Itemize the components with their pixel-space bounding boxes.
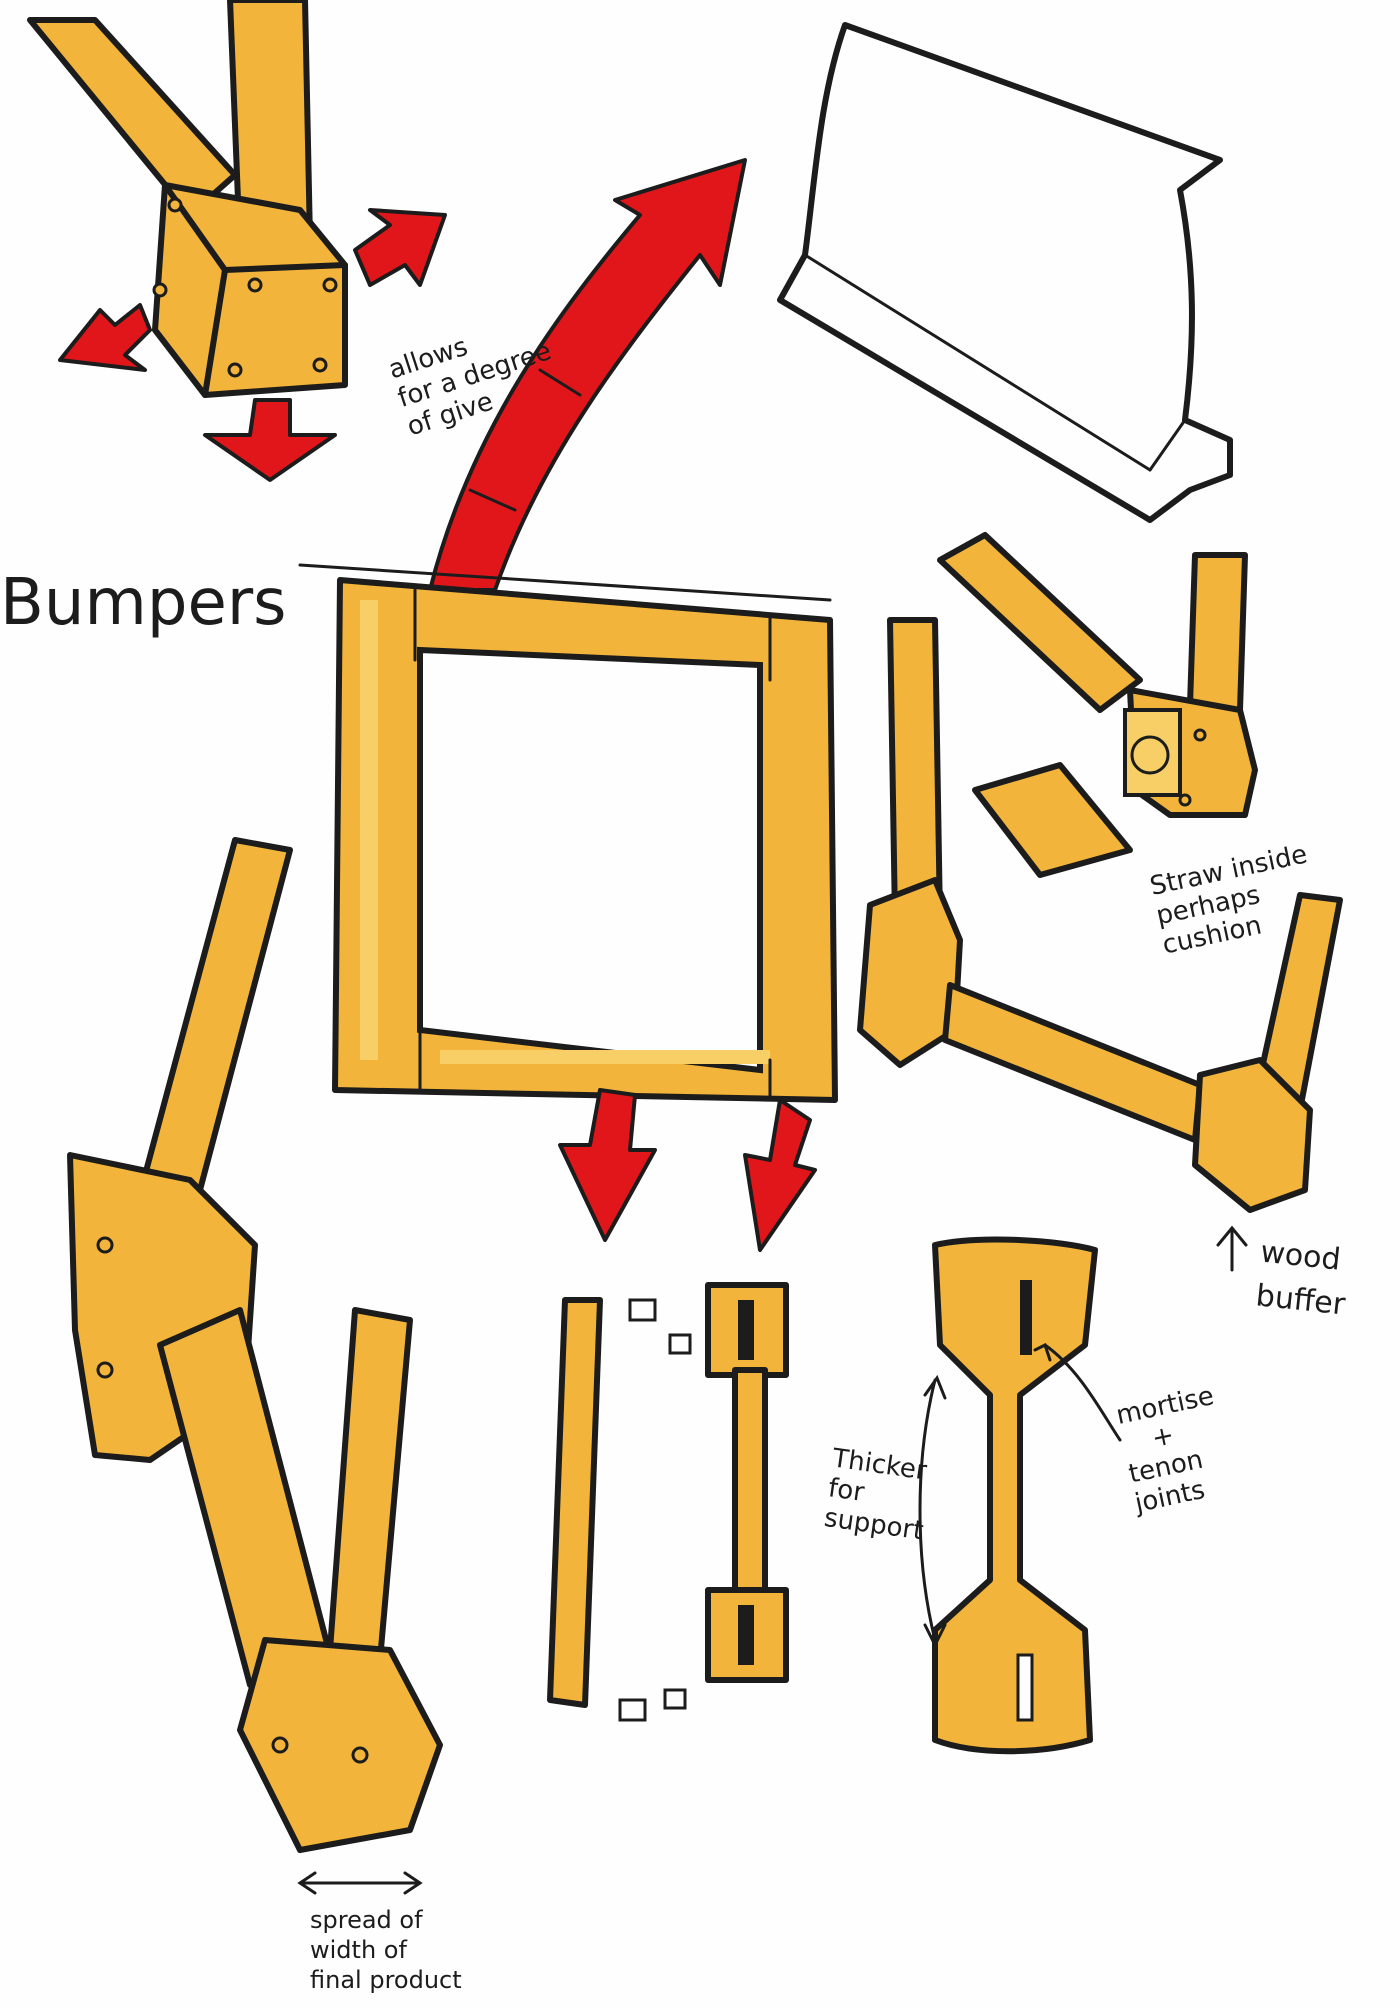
lower-leg-beam — [157, 1307, 333, 1688]
support-post — [918, 1236, 1122, 1755]
note-spread-line2: width of — [310, 1936, 407, 1964]
wood-buffer-pad — [972, 762, 1133, 878]
board-sketch — [777, 22, 1233, 523]
wood-buffer-arm — [857, 617, 1343, 1272]
arm-diagonal-beam — [942, 982, 1203, 1143]
tenon-parts — [547, 1282, 789, 1722]
straw-beam-diagonal — [937, 532, 1143, 713]
arrow-right — [353, 208, 447, 287]
arrow-down-left — [558, 1088, 657, 1242]
arrow-down-right — [743, 1098, 817, 1252]
note-spread-width: spread of width of final product — [310, 1905, 462, 1995]
note-thicker-support: Thicker for support — [822, 1443, 933, 1546]
arrow-left — [58, 303, 152, 372]
note-wood-buffer: wood buffer — [1254, 1231, 1352, 1328]
note-wood-line2: buffer — [1254, 1278, 1347, 1323]
note-spread-line1: spread of — [310, 1906, 423, 1934]
note-spread-line3: final product — [310, 1966, 462, 1994]
buffer-block — [1192, 1057, 1313, 1213]
arrow-down — [203, 398, 337, 482]
thin-rail — [547, 1297, 603, 1708]
rail-shaft — [732, 1367, 768, 1598]
second-leg-beam — [327, 1307, 413, 1663]
diagonal-beam — [27, 17, 238, 218]
arm-vertical-beam — [887, 617, 943, 923]
upper-leg-beam — [142, 837, 293, 1193]
foot-block — [237, 1637, 443, 1853]
frame-opening — [417, 646, 763, 1074]
straw-joint-sketch — [937, 532, 1258, 878]
square-frame — [298, 563, 838, 1103]
leg-joint-sketch — [67, 837, 443, 1895]
page-title: Bumpers — [0, 566, 287, 640]
curved-arrow — [428, 158, 747, 592]
corner-joint-sketch — [27, 0, 447, 482]
post-body — [932, 1236, 1098, 1755]
straw-beam-vertical — [1187, 552, 1248, 713]
